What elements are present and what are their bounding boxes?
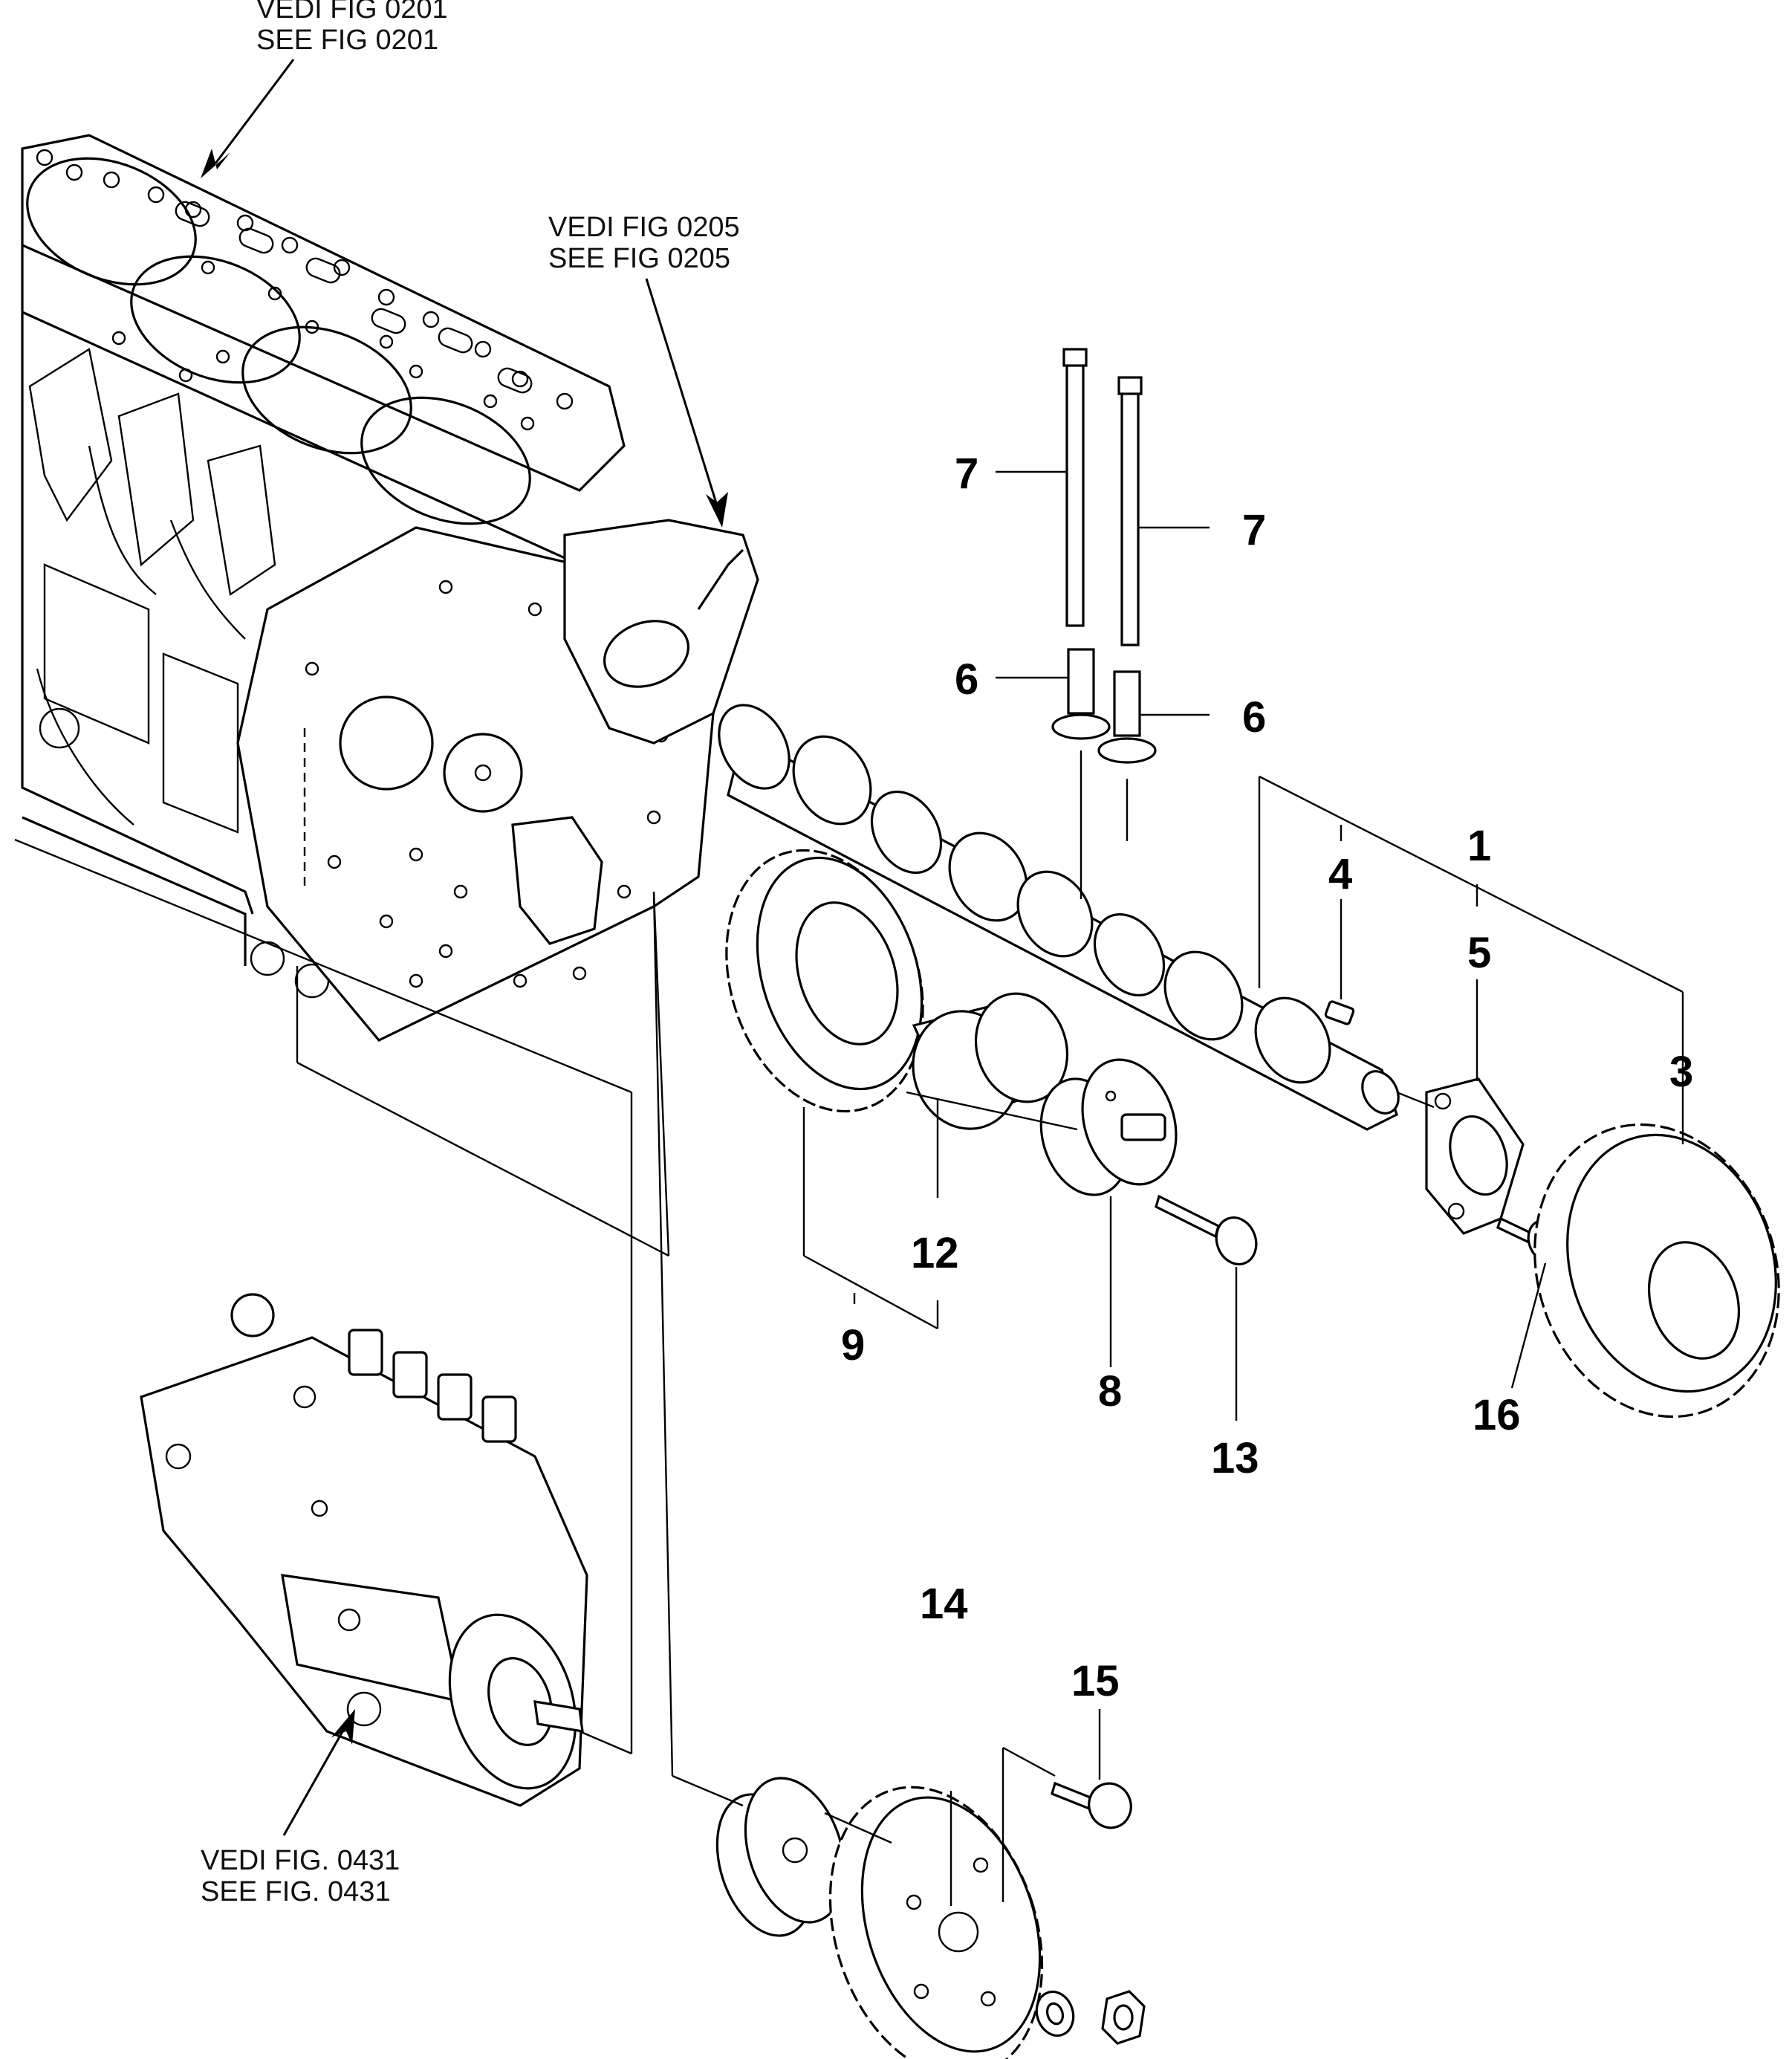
pump-gear — [828, 1786, 1044, 2059]
engine-block — [21, 134, 759, 1042]
callout-6-right: 6 — [1242, 693, 1266, 742]
bolt-15 — [1051, 1781, 1132, 1829]
callout-15: 15 — [1071, 1657, 1120, 1705]
ref-fig-0201-en: SEE FIG 0201 — [256, 25, 438, 56]
callout-7-right: 7 — [1242, 506, 1266, 554]
screw-13 — [1155, 1194, 1258, 1265]
injection-pump — [140, 1293, 588, 1807]
ref-fig-0205-en: SEE FIG 0205 — [548, 243, 730, 274]
callout-1: 1 — [1467, 822, 1491, 870]
part-callouts: 7 7 6 6 1 4 5 3 12 9 8 13 16 14 15 — [841, 450, 1693, 1705]
gear-3 — [1533, 1123, 1780, 1418]
ref-fig-0431-it: VEDI FIG. 0431 — [201, 1845, 400, 1876]
callout-3: 3 — [1669, 1048, 1693, 1096]
tappets — [1051, 648, 1157, 764]
camshaft — [718, 704, 1400, 1131]
camshaft-gear — [725, 849, 924, 1113]
thrust-flange — [1425, 1077, 1525, 1235]
callout-16: 16 — [1473, 1391, 1521, 1439]
leader-lines — [14, 59, 1684, 1906]
hub — [1039, 1058, 1178, 1196]
reference-labels: VEDI FIG 0201 SEE FIG 0201 VEDI FIG 0205… — [201, 0, 740, 1907]
callout-8: 8 — [1098, 1367, 1122, 1416]
washer-and-nut — [1035, 1990, 1146, 2045]
key-4 — [1324, 1000, 1355, 1025]
callout-14: 14 — [920, 1580, 968, 1628]
callout-12: 12 — [911, 1229, 959, 1277]
pump-drive-hub — [715, 1777, 846, 1937]
callout-6-left: 6 — [955, 655, 978, 704]
callout-13: 13 — [1211, 1434, 1259, 1482]
ref-fig-0205-it: VEDI FIG 0205 — [548, 212, 740, 243]
ref-fig-0431-en: SEE FIG. 0431 — [201, 1876, 391, 1907]
callout-4: 4 — [1328, 850, 1352, 898]
callout-5: 5 — [1467, 929, 1491, 977]
push-rods — [1062, 348, 1143, 646]
callout-7-left: 7 — [955, 450, 978, 498]
ref-fig-0201-it: VEDI FIG 0201 — [256, 0, 448, 25]
callout-9: 9 — [841, 1321, 865, 1369]
